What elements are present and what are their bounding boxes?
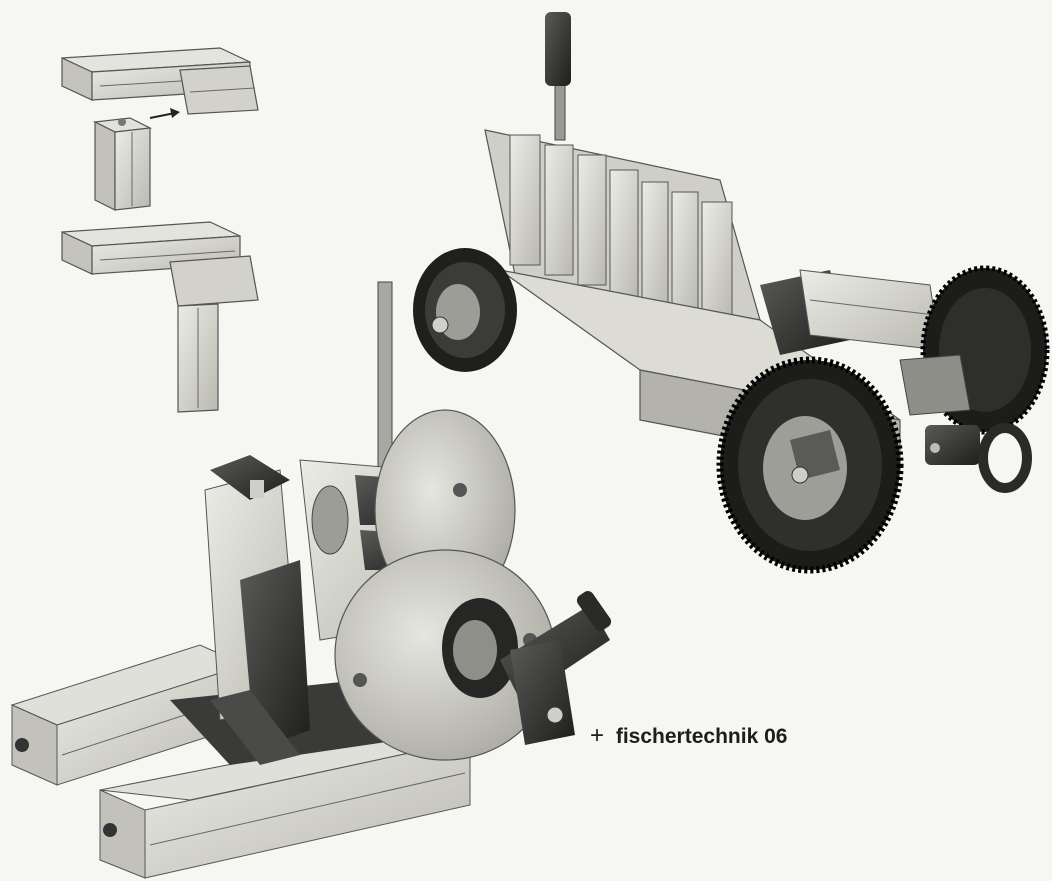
tractor-plates bbox=[509, 134, 733, 318]
lever-knob bbox=[545, 12, 571, 86]
caption-plus: + bbox=[590, 722, 605, 749]
base-rail-back bbox=[10, 644, 247, 786]
tow-hook bbox=[925, 423, 1032, 493]
lever-shaft bbox=[554, 79, 566, 141]
joint-block-assembled bbox=[61, 221, 259, 413]
tractor-model bbox=[413, 12, 1050, 574]
base-rail-front bbox=[99, 734, 471, 879]
joint-connector bbox=[92, 108, 180, 211]
crank-handle bbox=[500, 590, 612, 745]
joint-diagram bbox=[61, 47, 259, 413]
caption-text: fischertechnik 06 bbox=[615, 725, 788, 748]
joint-block-top bbox=[61, 47, 259, 115]
product-caption: + fischertechnik 06 bbox=[590, 722, 787, 750]
front-wheel bbox=[413, 248, 517, 372]
rear-gear-outer bbox=[716, 356, 904, 574]
winch-model bbox=[10, 281, 612, 879]
